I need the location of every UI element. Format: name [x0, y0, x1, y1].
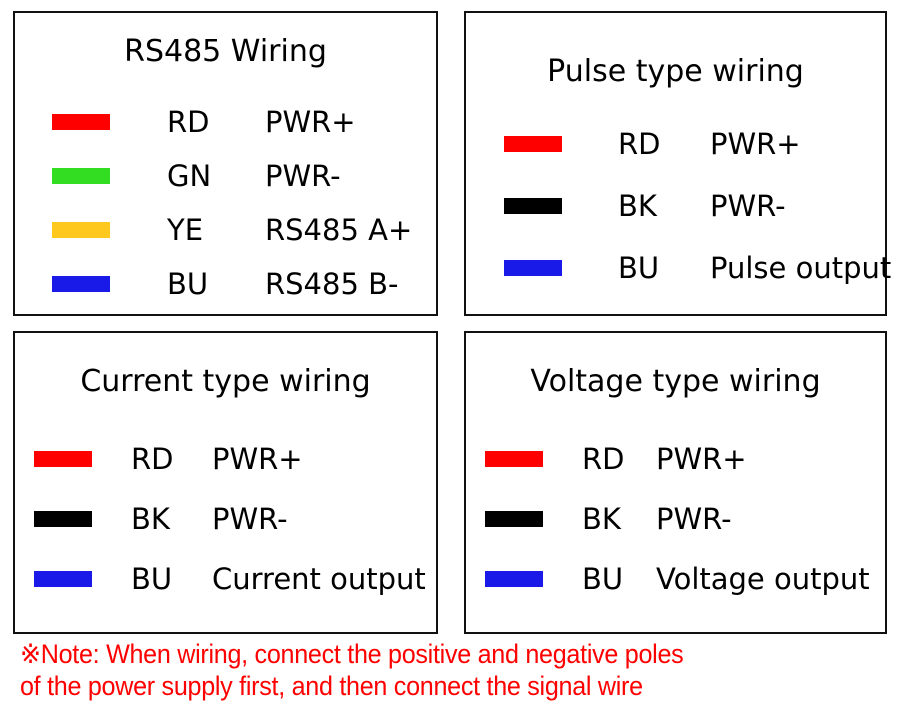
wire-color-swatch-red — [485, 451, 543, 467]
wire-row: BK PWR- — [15, 489, 436, 549]
wire-function-label: Voltage output — [656, 562, 870, 596]
wire-color-swatch-red — [504, 136, 562, 152]
panel-title-current: Current type wiring — [80, 364, 371, 399]
wire-function-label: PWR- — [710, 189, 786, 223]
wiring-note-line-2: of the power supply first, and then conn… — [20, 671, 643, 701]
wire-code-label: YE — [167, 213, 204, 247]
wire-row: RD PWR+ — [15, 429, 436, 489]
wire-color-swatch-red — [34, 451, 92, 467]
wire-code-label: BK — [131, 502, 170, 536]
wire-code-label: GN — [167, 159, 212, 193]
wire-row: RD PWR+ — [466, 429, 885, 489]
wire-row: RD PWR+ — [15, 95, 436, 149]
wire-function-label: PWR- — [656, 502, 732, 536]
wiring-note: ※Note: When wiring, connect the positive… — [20, 638, 831, 702]
wire-code-label: BK — [582, 502, 621, 536]
wire-color-swatch-blue — [485, 571, 543, 587]
panel-rs485-wiring: RS485 Wiring RD PWR+ GN PWR- YE RS485 A+… — [13, 11, 438, 316]
wire-row: YE RS485 A+ — [15, 203, 436, 257]
wire-row: RD PWR+ — [466, 113, 885, 175]
wire-list-voltage: RD PWR+ BK PWR- BU Voltage output — [466, 429, 885, 609]
wire-color-swatch-blue — [34, 571, 92, 587]
wire-code-label: BU — [618, 251, 660, 285]
wire-function-label: Current output — [212, 562, 426, 596]
wire-row: GN PWR- — [15, 149, 436, 203]
wire-function-label: PWR+ — [212, 442, 303, 476]
wire-row: BU Current output — [15, 549, 436, 609]
wire-function-label: RS485 B- — [265, 267, 399, 301]
panel-title-rs485: RS485 Wiring — [124, 34, 327, 69]
wire-color-swatch-red — [52, 114, 110, 130]
wire-color-swatch-black — [485, 511, 543, 527]
panel-pulse-type-wiring: Pulse type wiring RD PWR+ BK PWR- BU Pul… — [464, 11, 891, 316]
wire-row: BU RS485 B- — [15, 257, 436, 311]
wire-color-swatch-green — [52, 168, 110, 184]
wire-code-label: BK — [618, 189, 657, 223]
wire-function-label: PWR- — [212, 502, 288, 536]
wire-function-label: PWR+ — [656, 442, 747, 476]
wire-code-label: RD — [131, 442, 174, 476]
wire-color-swatch-blue — [52, 276, 110, 292]
wire-function-label: PWR+ — [265, 105, 356, 139]
wire-code-label: BU — [167, 267, 209, 301]
wire-code-label: RD — [618, 127, 661, 161]
wire-color-swatch-yellow — [52, 222, 110, 238]
wire-code-label: RD — [582, 442, 625, 476]
wire-list-current: RD PWR+ BK PWR- BU Current output — [15, 429, 436, 609]
wire-row: BK PWR- — [466, 489, 885, 549]
wire-function-label: PWR+ — [710, 127, 801, 161]
wire-code-label: BU — [582, 562, 624, 596]
wire-row: BK PWR- — [466, 175, 885, 237]
panel-title-voltage: Voltage type wiring — [530, 364, 821, 399]
wire-row: BU Pulse output — [466, 237, 891, 299]
wire-color-swatch-black — [34, 511, 92, 527]
panel-voltage-type-wiring: Voltage type wiring RD PWR+ BK PWR- BU V… — [464, 331, 887, 634]
wire-function-label: Pulse output — [710, 251, 892, 285]
wire-color-swatch-blue — [504, 260, 562, 276]
wire-color-swatch-black — [504, 198, 562, 214]
wire-function-label: PWR- — [265, 159, 341, 193]
wire-row: BU Voltage output — [466, 549, 885, 609]
wiring-note-line-1: ※Note: When wiring, connect the positive… — [20, 639, 684, 669]
wire-code-label: BU — [131, 562, 173, 596]
panel-current-type-wiring: Current type wiring RD PWR+ BK PWR- BU C… — [13, 331, 438, 634]
wire-function-label: RS485 A+ — [265, 213, 413, 247]
wire-code-label: RD — [167, 105, 210, 139]
wire-list-pulse: RD PWR+ BK PWR- BU Pulse output — [466, 113, 891, 299]
panel-title-pulse: Pulse type wiring — [547, 54, 804, 89]
wire-list-rs485: RD PWR+ GN PWR- YE RS485 A+ BU RS485 B- — [15, 95, 436, 311]
